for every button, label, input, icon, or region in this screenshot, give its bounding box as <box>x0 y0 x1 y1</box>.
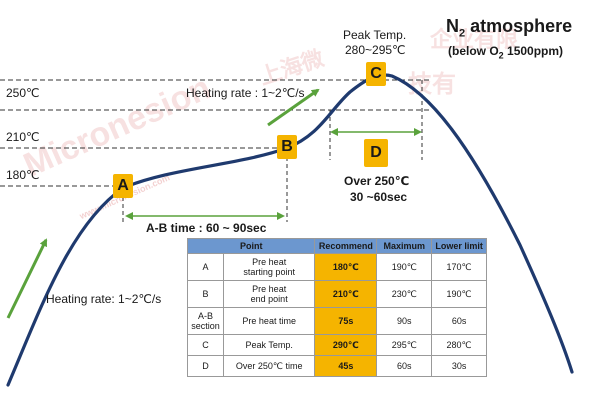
row-description: Pre heat starting point <box>222 253 316 281</box>
row-maximum: 60s <box>376 355 433 377</box>
heating-rate-left-label: Heating rate: 1~2℃/s <box>46 292 162 306</box>
table-header-maximum: Maximum <box>376 238 433 254</box>
row-maximum: 190℃ <box>376 253 433 281</box>
table-row: C Peak Temp. 290℃ 295℃ 280℃ <box>187 334 487 356</box>
table-header-lower-limit: Lower limit <box>431 238 487 254</box>
table-header-recommend: Recommend <box>314 238 378 254</box>
row-recommend: 210℃ <box>314 280 378 308</box>
atmosphere-subtitle: (below O2 1500ppm) <box>448 44 564 61</box>
row-maximum: 295℃ <box>376 334 433 356</box>
table-header-row: Point Recommend Maximum Lower limit <box>186 238 487 254</box>
peak-range: 280~295℃ <box>345 43 406 57</box>
temp-label-250: 250℃ <box>6 86 40 100</box>
point-a-marker: A <box>113 174 133 198</box>
temp-label-210: 210℃ <box>6 130 40 144</box>
row-lower-limit: 170℃ <box>431 253 487 281</box>
row-point: B <box>187 280 224 308</box>
row-point: A-B section <box>187 307 224 335</box>
row-recommend: 180℃ <box>314 253 378 281</box>
table-row: A-B section Pre heat time 75s 90s 60s <box>187 307 487 335</box>
row-recommend: 290℃ <box>314 334 378 356</box>
row-recommend: 75s <box>314 307 378 335</box>
row-point-line1: A-B <box>197 311 213 321</box>
peak-title: Peak Temp. <box>343 28 407 42</box>
row-lower-limit: 190℃ <box>431 280 487 308</box>
row-point: C <box>187 334 224 356</box>
over-250-line1: Over 250℃ <box>344 174 410 188</box>
row-lower-limit: 280℃ <box>431 334 487 356</box>
row-description: Pre heat time <box>222 307 316 335</box>
point-c-marker: C <box>366 62 386 86</box>
row-description-line1: Pre heat <box>252 257 287 267</box>
table-row: B Pre heat end point 210℃ 230℃ 190℃ <box>187 280 487 308</box>
table-row: A Pre heat starting point 180℃ 190℃ 170℃ <box>187 253 487 281</box>
ab-time-label: A-B time : 60 ~ 90sec <box>146 221 267 235</box>
row-description-line2: starting point <box>243 267 295 277</box>
row-point: D <box>187 355 224 377</box>
row-point-line2: section <box>191 321 220 331</box>
over-250-line2: 30 ~60sec <box>350 190 408 204</box>
atmosphere-title: N2 atmosphere <box>446 16 573 40</box>
row-lower-limit: 60s <box>431 307 487 335</box>
row-description-line2: end point <box>250 294 288 304</box>
point-b-marker: B <box>277 135 297 159</box>
row-description-line1: Pre heat <box>252 284 287 294</box>
temp-label-180: 180℃ <box>6 168 40 182</box>
heating-rate-top-label: Heating rate : 1~2℃/s <box>186 86 305 100</box>
point-d-marker: D <box>364 139 388 167</box>
row-maximum: 90s <box>376 307 433 335</box>
heating-arrow-top <box>267 88 320 127</box>
row-description: Pre heat end point <box>222 280 316 308</box>
row-point: A <box>187 253 224 281</box>
table-row: D Over 250℃ time 45s 60s 30s <box>187 355 487 377</box>
table-header-point: Point <box>186 238 316 254</box>
row-description: Over 250℃ time <box>222 355 316 377</box>
row-recommend: 45s <box>314 355 378 377</box>
row-maximum: 230℃ <box>376 280 433 308</box>
row-lower-limit: 30s <box>431 355 487 377</box>
row-description: Peak Temp. <box>222 334 316 356</box>
heating-arrow-left <box>6 238 48 319</box>
reflow-spec-table: Point Recommend Maximum Lower limit A Pr… <box>186 238 487 377</box>
reflow-curve <box>6 73 574 387</box>
